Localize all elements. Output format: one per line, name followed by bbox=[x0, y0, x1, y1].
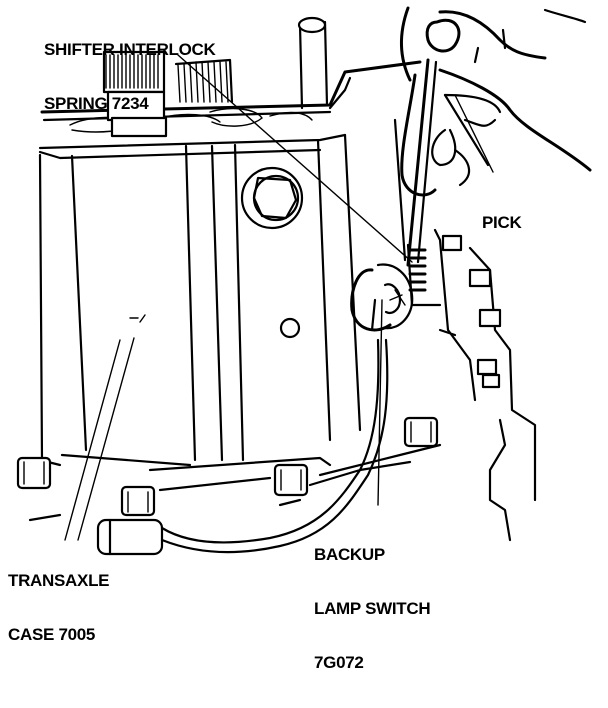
pick-tool bbox=[406, 58, 490, 267]
backup-lamp-switch bbox=[350, 243, 442, 332]
label-line: SPRING 7234 bbox=[44, 94, 149, 113]
case-bolt bbox=[240, 166, 304, 339]
label-pick: PICK bbox=[482, 178, 522, 268]
label-transaxle-case: TRANSAXLE CASE 7005 bbox=[8, 536, 110, 680]
transaxle-diagram: SHIFTER INTERLOCK SPRING 7234 PICK TRANS… bbox=[8, 5, 592, 672]
leader-backup-lamp-switch bbox=[377, 299, 383, 506]
label-shifter-interlock-spring: SHIFTER INTERLOCK SPRING 7234 bbox=[44, 5, 216, 149]
leader-transaxle-case-2 bbox=[64, 339, 121, 541]
shift-shaft bbox=[102, 16, 329, 138]
label-backup-lamp-switch: BACKUP LAMP SWITCH 7G072 bbox=[314, 510, 431, 708]
label-line: TRANSAXLE bbox=[8, 571, 110, 590]
transaxle-case-body bbox=[28, 60, 442, 522]
label-line: SHIFTER INTERLOCK bbox=[44, 40, 216, 59]
right-housing bbox=[433, 228, 537, 542]
label-line: 7G072 bbox=[314, 653, 364, 672]
label-line: BACKUP bbox=[314, 545, 385, 564]
label-line: PICK bbox=[482, 213, 522, 232]
hand bbox=[400, 6, 592, 197]
leader-pick bbox=[454, 94, 494, 173]
leader-lines bbox=[64, 54, 494, 541]
wiring-harness bbox=[96, 298, 389, 556]
label-line: LAMP SWITCH bbox=[314, 599, 431, 618]
leader-shifter-interlock-spring bbox=[177, 54, 413, 263]
label-line: CASE 7005 bbox=[8, 625, 96, 644]
lower-bolts bbox=[16, 416, 439, 517]
line-drawing bbox=[16, 6, 592, 556]
leader-transaxle-case-1 bbox=[77, 337, 135, 541]
